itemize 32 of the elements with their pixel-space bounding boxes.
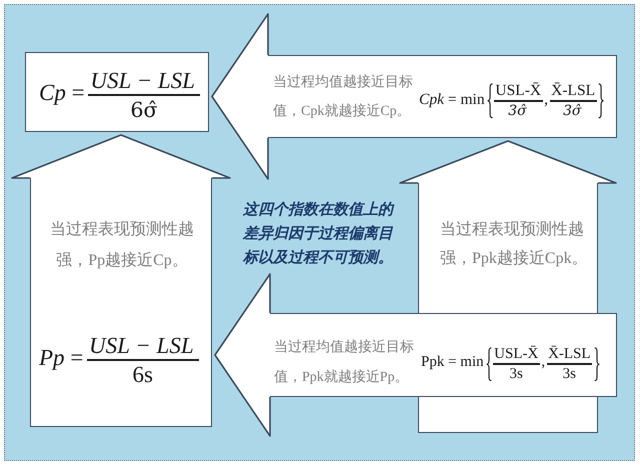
arrowhead [213,272,272,438]
fraction-numerator: X̄-LSL [548,346,591,363]
description-text: 当过程表现预测性越强，Pp越接近Cp。 [49,220,195,271]
formula-box [25,52,209,132]
arrow-body [30,178,212,427]
fraction-numerator: USL-X̄ [495,82,542,100]
arrow-body [270,313,617,397]
comma-separator: , [544,90,548,109]
annotation-text: 这四个指数在数值上的差异归因于过程偏离目标以及过程不可预测。 [243,200,396,268]
formula-label: Pp = [39,344,84,372]
arrowhead [398,139,618,185]
fraction-denominator: 3s [510,366,523,383]
description-text: 当过程表现预测性越强，Ppk越接近Cpk。 [440,220,588,269]
description-text: 当过程均值越接近目标值，Ppk就越接近Pp。 [274,338,415,387]
fraction-denominator: 6σ̂ [130,96,158,123]
description-text: 当过程均值越接近目标值，Cpk就越接近Cp。 [273,73,414,121]
fraction-numerator: USL − LSL [90,68,196,94]
formula-label: Ppk = min [421,354,484,372]
fraction-numerator: X̄-LSL [551,82,596,100]
formula-label: Cp = [39,80,85,106]
formula-label: Cpk = min [419,90,485,109]
fraction-denominator: 3s [562,366,576,383]
fraction-denominator: 3σ̂ [508,102,528,120]
arrowhead [210,12,270,181]
fraction-denominator: 6s [132,362,153,388]
arrow-body [418,183,598,313]
arrowhead [10,133,232,180]
fraction-numerator: USL-X̄ [494,346,538,363]
fraction-numerator: USL − LSL [89,332,195,359]
comma-separator: , [541,354,546,372]
arrow-body [268,55,617,138]
fraction-denominator: 3σ̂ [563,102,583,120]
